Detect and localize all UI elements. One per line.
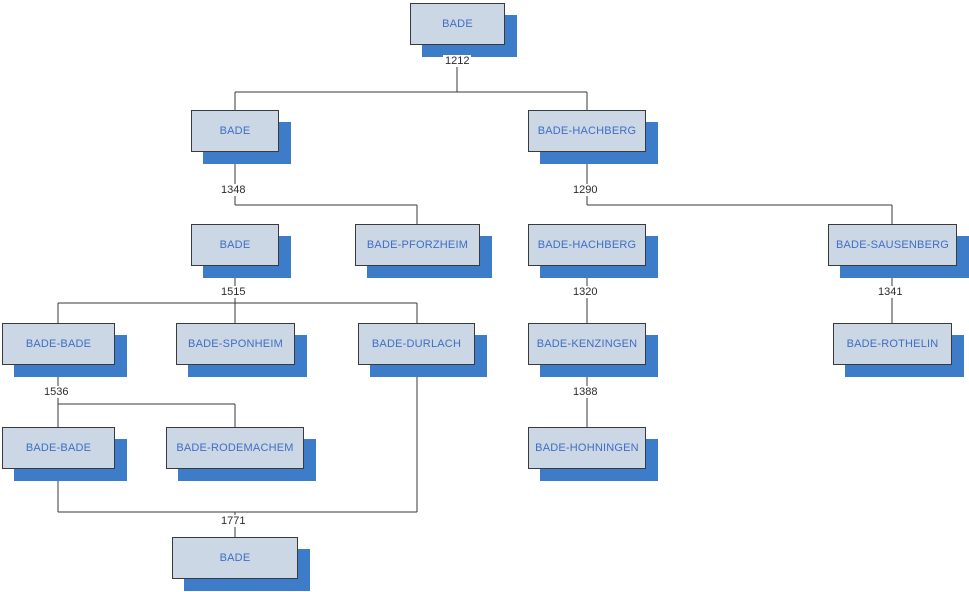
node-bade[interactable]: BADE	[172, 537, 298, 579]
node-label: BADE	[219, 124, 251, 137]
node-label: BADE-BADE	[25, 441, 92, 454]
node-label: BADE-KENZINGEN	[536, 337, 638, 350]
node-label: BADE-HOHNINGEN	[535, 441, 639, 454]
node-label: BADE-PFORZHEIM	[366, 238, 469, 251]
node-bade-rodemachem[interactable]: BADE-RODEMACHEM	[166, 427, 304, 469]
node-label: BADE-HACHBERG	[537, 238, 637, 251]
node-label: BADE	[442, 17, 473, 30]
edge-date-label: 1388	[571, 386, 600, 398]
node-bade-sponheim[interactable]: BADE-SPONHEIM	[176, 323, 295, 365]
node-bade-hachberg[interactable]: BADE-HACHBERG	[528, 110, 646, 152]
node-bade[interactable]: BADE	[191, 110, 279, 152]
edge-date-label: 1515	[219, 286, 248, 298]
node-bade-rothelin[interactable]: BADE-ROTHELIN	[833, 323, 952, 365]
node-label: BADE-SAUSENBERG	[835, 238, 950, 251]
edge-date-label: 1341	[876, 286, 905, 298]
node-bade-hachberg[interactable]: BADE-HACHBERG	[528, 224, 646, 266]
node-label: BADE-SPONHEIM	[188, 337, 283, 350]
node-label: BADE-DURLACH	[371, 337, 462, 350]
edge-date-label: 1348	[219, 184, 248, 196]
node-bade-kenzingen[interactable]: BADE-KENZINGEN	[528, 323, 646, 365]
node-bade-hohningen[interactable]: BADE-HOHNINGEN	[528, 427, 646, 469]
node-bade-pforzheim[interactable]: BADE-PFORZHEIM	[355, 224, 480, 266]
node-bade[interactable]: BADE	[191, 224, 279, 266]
node-label: BADE-BADE	[25, 337, 92, 350]
edge-date-label: 1536	[42, 386, 71, 398]
node-label: BADE	[219, 551, 251, 564]
node-bade-durlach[interactable]: BADE-DURLACH	[358, 323, 475, 365]
node-label: BADE-HACHBERG	[537, 124, 637, 137]
edge-date-label: 1320	[571, 286, 600, 298]
node-label: BADE-ROTHELIN	[846, 337, 939, 350]
node-label: BADE	[219, 238, 251, 251]
edge-date-label: 1290	[571, 184, 600, 196]
edge-date-label: 1212	[443, 55, 472, 67]
node-bade-bade[interactable]: BADE-BADE	[2, 323, 115, 365]
node-bade-bade[interactable]: BADE-BADE	[2, 427, 115, 469]
node-bade[interactable]: BADE	[410, 3, 505, 45]
connector-line	[234, 46, 588, 110]
node-label: BADE-RODEMACHEM	[176, 441, 294, 454]
edge-date-label: 1771	[219, 515, 248, 527]
node-bade-sausenberg[interactable]: BADE-SAUSENBERG	[828, 224, 957, 266]
